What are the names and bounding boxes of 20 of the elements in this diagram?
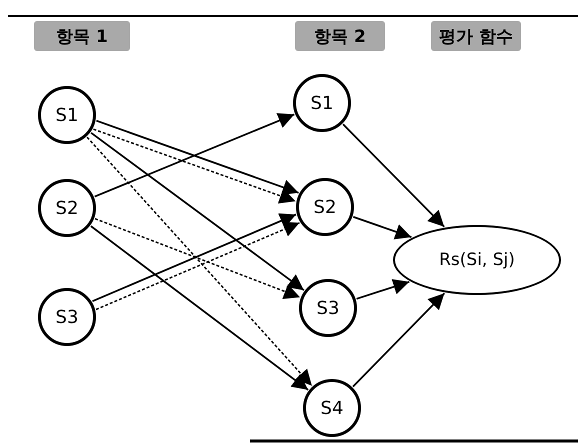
arrow: [86, 136, 312, 386]
arrow: [352, 292, 446, 388]
heading-box: 항목 1: [34, 21, 130, 51]
arrow: [356, 279, 410, 300]
state-circle: S3: [38, 288, 96, 346]
arrow: [342, 124, 445, 228]
state-circle: S4: [303, 379, 361, 437]
state-circle: S3: [299, 279, 357, 337]
arrow: [90, 225, 309, 391]
arrow: [90, 132, 304, 291]
heading-box: 항목 2: [295, 21, 385, 51]
arrow: [96, 222, 300, 310]
state-circle: S2: [296, 178, 354, 236]
state-circle: S1: [38, 86, 96, 144]
arrow: [353, 216, 412, 240]
arrow: [93, 128, 296, 204]
state-circle: S1: [293, 74, 351, 132]
function-ellipse: Rs(Si, Sj): [393, 225, 561, 295]
heading-box: 평가 함수: [431, 21, 521, 51]
state-circle: S2: [38, 179, 96, 237]
